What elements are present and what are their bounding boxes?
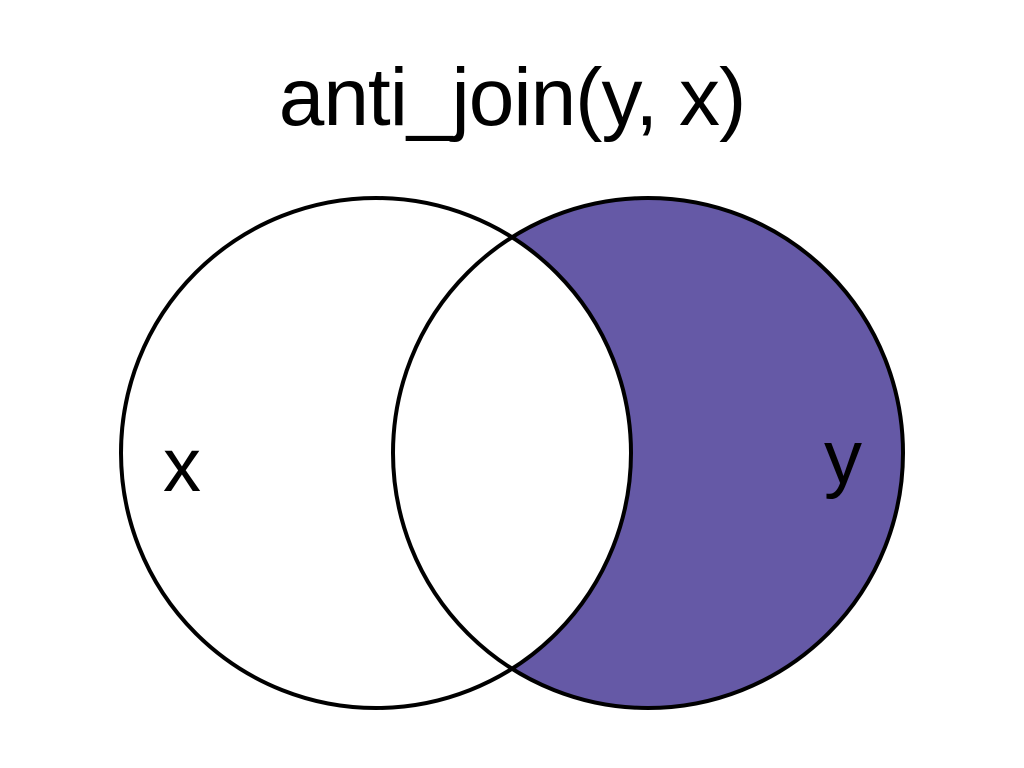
set-x-label: x (163, 423, 201, 508)
set-y-label: y (824, 415, 862, 500)
page-title: anti_join(y, x) (278, 52, 747, 143)
intersection-mask (393, 198, 631, 708)
set-x-circle (119, 196, 633, 710)
set-y-circle (391, 196, 905, 710)
